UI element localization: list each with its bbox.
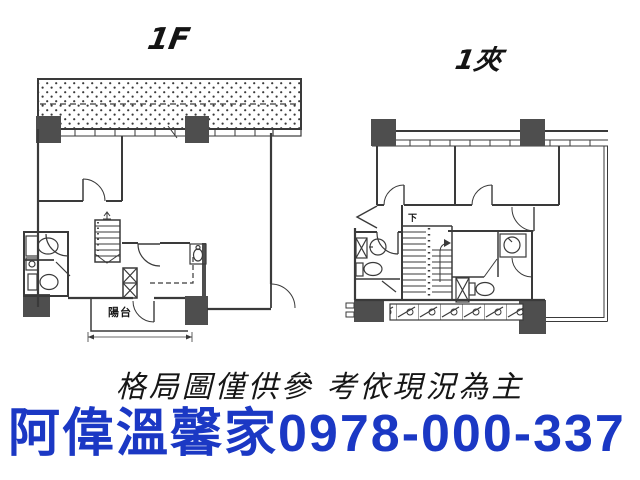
- window-sill: [38, 128, 273, 137]
- stairs-1f: [94, 211, 121, 264]
- kitchen-area: [122, 242, 207, 298]
- stair-direction-label: 下: [408, 214, 418, 224]
- bathroom: [23, 231, 71, 297]
- plan-title-1f: 1F: [144, 22, 193, 57]
- bathroom: [355, 231, 402, 293]
- toilet-nook-icon: [189, 243, 207, 265]
- sink-icon: [25, 235, 59, 257]
- phone-number: 0978-000-337: [278, 405, 626, 463]
- terrace-area: [37, 78, 302, 139]
- agent-name: 阿偉溫馨家: [8, 405, 279, 463]
- structural-columns: [23, 116, 209, 325]
- entry-door: [345, 205, 378, 318]
- plan-1f: [23, 78, 302, 342]
- balcony-label: 陽台: [108, 306, 132, 319]
- entry-door: [270, 283, 296, 309]
- floor-plan-drawing: [23, 78, 608, 342]
- bedrooms: [376, 146, 560, 232]
- toilet-icon: [455, 277, 495, 303]
- contact-line: 阿偉溫馨家0978-000-337: [8, 404, 636, 465]
- duct-shaft: [122, 267, 138, 299]
- plan-mezzanine: [345, 119, 608, 334]
- urinal-icon: [25, 257, 39, 271]
- inner-room: [448, 230, 533, 303]
- void-boundary: [546, 146, 608, 322]
- toilet-icon: [27, 273, 59, 291]
- top-window-wall: [372, 130, 608, 147]
- front-room: [38, 136, 123, 202]
- balcony: [87, 298, 193, 342]
- disclaimer-text: 格局圖僅供參 考依現況為主: [115, 370, 525, 405]
- louver-balcony: [355, 298, 545, 321]
- basin-icon: [499, 233, 527, 258]
- outer-walls: [36, 129, 273, 311]
- dimension-line: [87, 332, 193, 342]
- sink-icon: [355, 237, 387, 259]
- stairs-mezzanine: [401, 205, 453, 300]
- toilet-icon: [355, 261, 383, 277]
- plan-title-mezzanine: 1夾: [452, 45, 505, 76]
